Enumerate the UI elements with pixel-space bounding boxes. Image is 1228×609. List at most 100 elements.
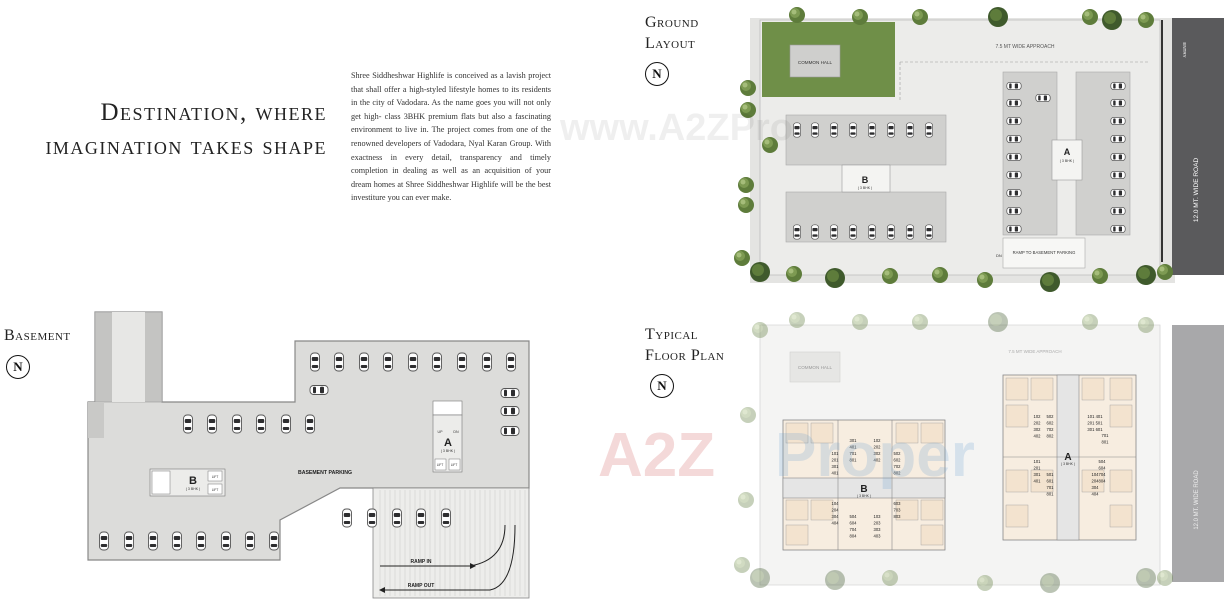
ground-layout-plan: COMMON HALL 7.5 MT WIDE APPROACH 12.0 MT… — [734, 7, 1224, 292]
page-headline: Destination, where imagination takes sha… — [40, 96, 327, 164]
typical-room — [1005, 377, 1029, 401]
typical-tower-a-label: A — [1064, 452, 1071, 463]
basement-car — [432, 352, 442, 372]
basement-tower-a-label: A — [444, 437, 452, 449]
ground-dn-label: DN — [996, 253, 1002, 258]
ground-road-label: 12.0 MT. WIDE ROAD — [1193, 158, 1200, 223]
typical-tree — [912, 314, 928, 330]
watermark-a2z: A2Z — [598, 421, 715, 490]
ground-car — [1035, 94, 1051, 102]
ground-tree — [852, 9, 868, 25]
ground-car — [1006, 99, 1022, 107]
ground-car — [849, 224, 857, 240]
compass-letter: N — [13, 359, 23, 374]
ground-car — [1006, 117, 1022, 125]
typical-tree — [1040, 573, 1060, 593]
ground-car — [811, 224, 819, 240]
basement-car — [359, 352, 369, 372]
basement-tower-b-sub: ( 3 BHK ) — [186, 487, 200, 491]
ground-car — [1110, 134, 1126, 144]
ground-tree — [750, 262, 770, 282]
ground-tree — [932, 267, 948, 283]
typical-room — [1005, 504, 1029, 528]
ground-car — [906, 224, 914, 240]
ground-tower-a-core — [1051, 139, 1083, 181]
basement-car — [269, 531, 279, 551]
basement-dn-label: DN — [453, 430, 459, 434]
basement-car — [383, 352, 393, 372]
basement-car — [207, 414, 217, 434]
basement-car — [408, 352, 418, 372]
basement-car — [232, 414, 242, 434]
basement-car — [334, 352, 344, 372]
typical-road — [1172, 325, 1224, 582]
basement-ramp-out-arrow — [385, 524, 516, 591]
ground-tower-b-label: B — [862, 175, 869, 185]
ground-car — [849, 122, 857, 138]
ground-tree — [738, 177, 754, 193]
basement-car — [221, 531, 231, 551]
basement-ramp-lane — [112, 312, 145, 402]
basement-parking-label: BASEMENT PARKING — [298, 470, 352, 476]
typical-room — [1005, 404, 1029, 428]
basement-car — [392, 508, 402, 528]
ground-tree — [1138, 12, 1154, 28]
ground-tree — [1082, 9, 1098, 25]
ground-tree — [1102, 10, 1122, 30]
typical-road-label: 12.0 MT. WIDE ROAD — [1194, 470, 1200, 530]
basement-car — [309, 385, 329, 395]
ground-car — [793, 224, 801, 240]
ground-car — [868, 224, 876, 240]
basement-plan: RAMP IN RAMP OUT BASEMENT PARKING A ( 3 … — [87, 311, 530, 599]
ground-car — [1110, 206, 1126, 216]
ground-car — [868, 122, 876, 138]
basement-b-lift-1: LIFT — [212, 475, 219, 479]
ground-tree — [988, 7, 1008, 27]
basement-car — [99, 531, 109, 551]
basement-ramp-in-label: RAMP IN — [410, 559, 431, 565]
ground-car — [1110, 170, 1126, 180]
ground-car — [1006, 224, 1022, 234]
typical-tree — [738, 492, 754, 508]
basement-a-lift-1: LIFT — [437, 463, 444, 467]
basement-car — [500, 426, 520, 436]
typical-tree — [988, 312, 1008, 332]
typical-tree — [740, 407, 756, 423]
basement-car — [305, 414, 315, 434]
ground-tower-a-sub: ( 3 BHK ) — [1060, 159, 1074, 163]
ground-car — [1110, 152, 1126, 162]
typical-tree — [752, 322, 768, 338]
basement-car — [256, 414, 266, 434]
ground-common-hall-label: COMMON HALL — [798, 60, 833, 65]
basement-ramp-area — [372, 487, 530, 599]
basement-car — [172, 531, 182, 551]
ground-car — [1006, 82, 1022, 90]
typical-floor-plan: COMMON HALL 7.5 MT WIDE APPROACH 12.0 MT… — [734, 312, 1224, 593]
typical-floor-title: Typical Floor Plan — [645, 324, 724, 366]
typical-tree — [882, 570, 898, 586]
ground-tree — [1157, 264, 1173, 280]
typical-tree — [789, 312, 805, 328]
ground-approach-label: 7.5 MT WIDE APPROACH — [995, 44, 1054, 50]
ground-car — [887, 224, 895, 240]
basement-b-lift-2: LIFT — [212, 488, 219, 492]
typical-title-line-1: Typical — [645, 326, 698, 343]
typical-tree — [825, 570, 845, 590]
typical-tree — [1136, 568, 1156, 588]
basement-up-label: UP — [438, 430, 444, 434]
ground-tree — [912, 9, 928, 25]
ground-road — [1172, 18, 1224, 275]
typical-tree — [977, 575, 993, 591]
ground-car — [830, 122, 838, 138]
ground-car — [1006, 134, 1022, 144]
basement-car — [196, 531, 206, 551]
typical-room — [1109, 469, 1133, 493]
